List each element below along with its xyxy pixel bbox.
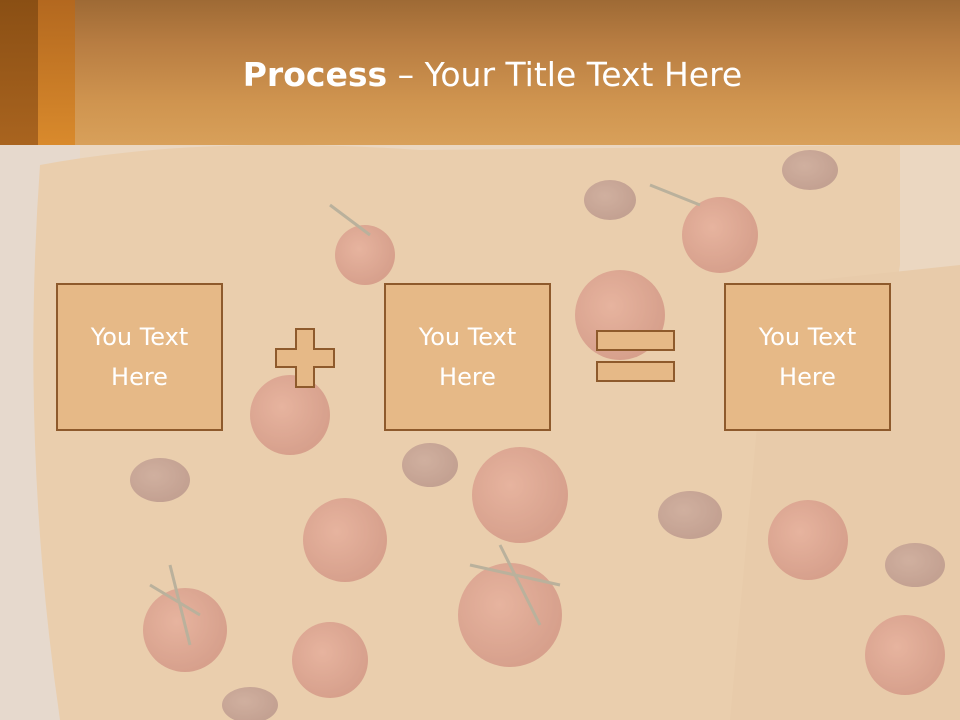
process-box-1: You Text Here [56, 283, 223, 431]
process-box-3: You Text Here [724, 283, 891, 431]
focaccia-image [0, 145, 960, 720]
equals-icon [596, 330, 675, 382]
background-photo [0, 145, 960, 720]
process-box-2-text: You Text Here [418, 323, 517, 391]
title-bold: Process [242, 55, 388, 94]
slide-title: Process – Your Title Text Here [75, 50, 910, 100]
header-accent-dark [0, 0, 38, 145]
process-box-3-text: You Text Here [758, 323, 857, 391]
plus-icon [275, 328, 335, 388]
header-band: Process – Your Title Text Here [0, 0, 960, 145]
process-box-1-text: You Text Here [90, 323, 189, 391]
title-rest: – Your Title Text Here [387, 55, 743, 94]
process-box-2: You Text Here [384, 283, 551, 431]
header-accent-light [38, 0, 75, 145]
